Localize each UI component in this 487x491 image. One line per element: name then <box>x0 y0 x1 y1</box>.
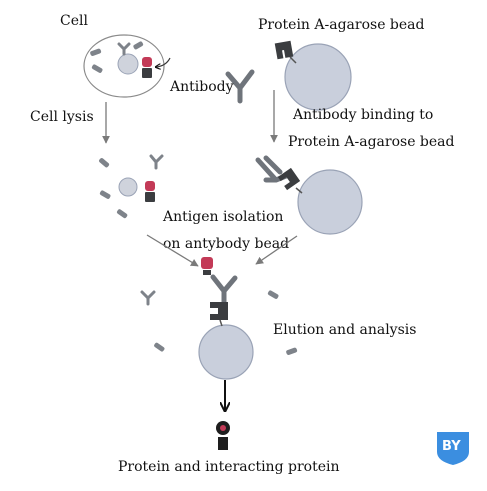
lysate-protein-fragment <box>116 209 128 219</box>
antigen-isolation-line2: on antybody bead <box>163 236 289 252</box>
cell-lysate <box>99 154 164 219</box>
result-label: Protein and interacting protein <box>118 459 339 475</box>
lysate-bound-protein <box>145 192 155 202</box>
bound-protein-a-icon <box>277 167 301 191</box>
binding-label-line1: Antibody binding to <box>292 107 433 123</box>
ip-bead-link <box>219 319 223 327</box>
ip-antibody-icon <box>210 274 238 307</box>
elution-label: Elution and analysis <box>273 322 416 338</box>
cell-curved-arrow <box>156 57 171 67</box>
protein-a-link <box>289 56 297 64</box>
arrow-lysate-to-bead <box>146 234 199 267</box>
eluted-antigen-core <box>220 425 226 431</box>
by-logo-badge <box>437 432 469 465</box>
immunoprecipitate <box>198 257 254 380</box>
cell-antigen <box>142 57 152 67</box>
agarose-bead-bound <box>297 169 363 235</box>
lysate-nucleus <box>118 177 138 197</box>
agarose-bead <box>284 43 352 111</box>
cell-protein-fragment <box>91 64 103 73</box>
cell-label: Cell <box>60 13 88 29</box>
bound-antibody-arm <box>263 155 283 175</box>
cell-nucleus <box>117 53 139 75</box>
arrow-complex-to-bead <box>255 235 298 265</box>
lysate-antibody-fragment <box>149 154 164 170</box>
cell-membrane <box>83 34 165 98</box>
cell-protein-fragment <box>90 48 102 56</box>
lysate-antigen <box>145 181 155 191</box>
ip-antigen-link <box>203 270 211 275</box>
by-logo-text: BY <box>442 439 461 454</box>
lysate-protein-fragment <box>99 190 111 199</box>
debris-protein-fragment <box>154 342 165 352</box>
lysate-protein-fragment <box>99 158 110 168</box>
antibody-icon <box>225 69 255 104</box>
eluted-interacting-protein <box>218 437 228 450</box>
protein-a-icon <box>274 40 294 60</box>
cell-protein-fragment <box>133 41 144 50</box>
antigen-isolation-line1: Antigen isolation <box>162 209 283 225</box>
ip-antigen <box>201 257 213 269</box>
antibody-group: Antibody <box>169 69 255 104</box>
cell-antibody-fragment <box>117 42 131 56</box>
debris-protein-fragment <box>267 290 279 299</box>
ip-protein-a-icon <box>210 302 228 320</box>
cell-lysis-label: Cell lysis <box>30 109 94 125</box>
cell-bound-protein <box>142 68 152 78</box>
ip-agarose-bead <box>198 324 254 380</box>
bound-protein-a-link <box>295 187 303 194</box>
cell-diagram: Cell <box>60 13 171 98</box>
binding-label-line2: Protein A-agarose bead <box>288 134 455 150</box>
antibody-bead-complex <box>255 155 363 235</box>
by-logo: BY <box>437 432 469 465</box>
antibody-label: Antibody <box>169 79 234 95</box>
debris-protein-fragment <box>286 347 298 355</box>
protein-a-bead-label: Protein A-agarose bead <box>258 17 425 33</box>
eluted-complex <box>216 421 230 450</box>
protein-a-bead-group: Protein A-agarose bead <box>258 17 425 111</box>
debris-antibody-fragment <box>140 290 156 306</box>
